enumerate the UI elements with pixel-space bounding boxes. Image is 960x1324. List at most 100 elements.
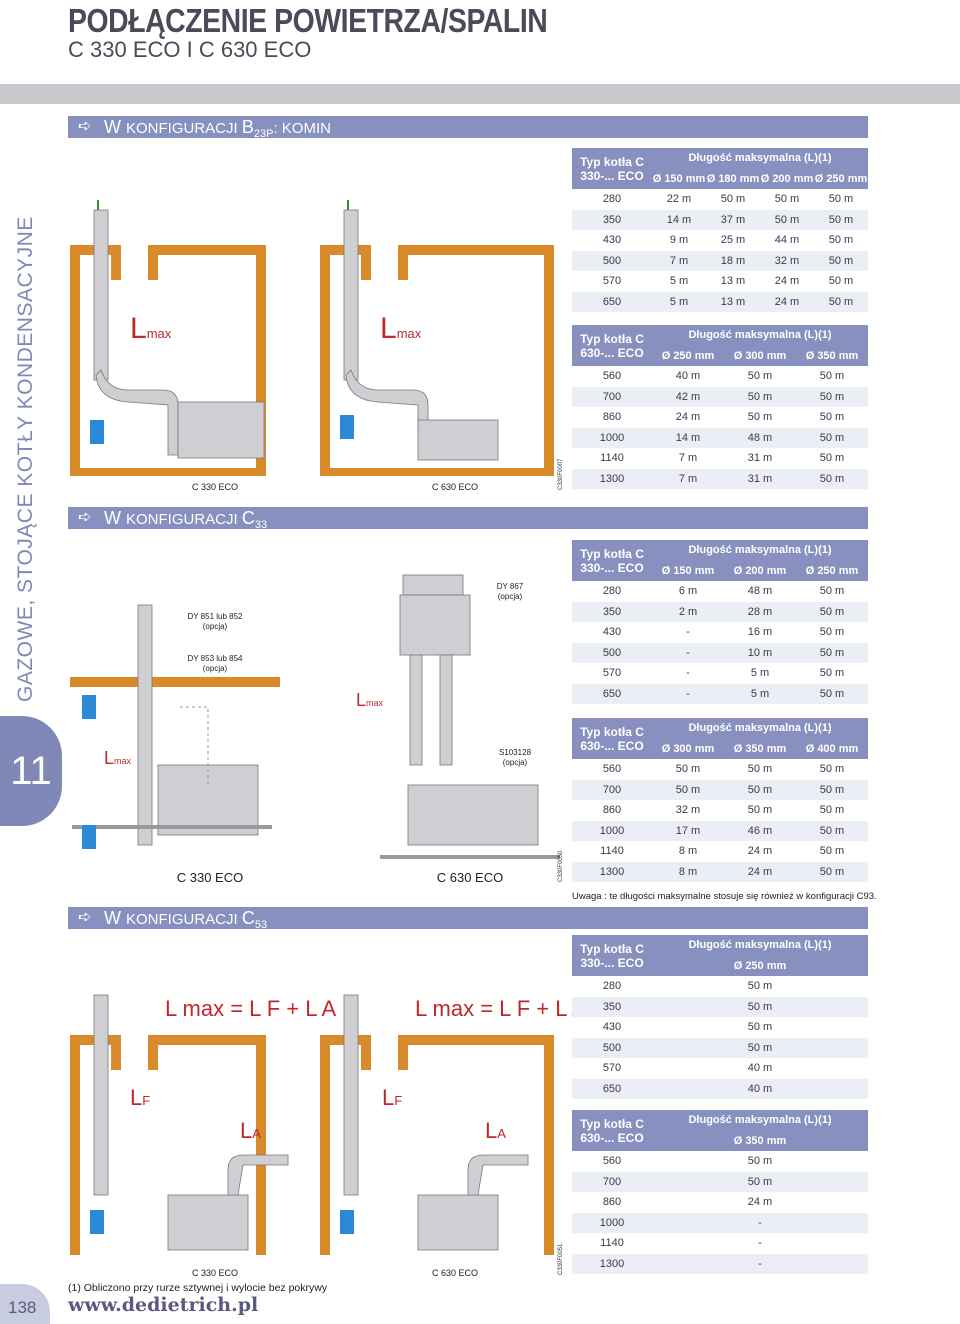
length-header: Długość maksymalna (L)(1) [652,325,868,346]
length-cell: 50 m [819,804,845,817]
length-cell: - [686,667,690,680]
length-cell: 28 m [724,601,796,622]
formula-label: L max = L F + L A [165,996,337,1021]
length-cell: 24 m [760,291,814,312]
diameter-header: Ø 300 mm [724,345,796,366]
length-cell: 50 m [747,411,773,424]
arrow-right-icon: ➪ [78,909,92,926]
caption-c330: C 330 ECO [191,1268,239,1278]
section-c53: ➪W KONFIGURACJI C53 [68,907,868,931]
caption-c630: C 630 ECO [436,870,504,885]
length-cell: 46 m [724,820,796,841]
length-cell: 2 m [652,601,724,622]
length-cell: 7 m [652,250,706,271]
boiler-type-cell: 860 [602,804,622,817]
type-header: Typ kotła C 630-... ECO [572,718,652,759]
boiler-type-cell: 650 [572,291,652,312]
length-cell: 44 m [774,234,800,247]
dy853-label: DY 853 lub 854(opcja) [187,654,243,673]
length-cell: 5 m [724,683,796,704]
lmax-label: Lmax [104,748,132,768]
length-cell: 50 m [796,861,868,882]
type-header: Typ kotła C 330-... ECO [572,148,652,189]
length-cell: 50 m [819,626,845,639]
length-cell: 24 m [774,275,800,288]
length-cell: 50 m [814,291,868,312]
length-cell: 50 m [774,193,800,206]
boiler-type-cell: 1300 [572,468,652,489]
length-cell: 50 m [747,763,773,776]
diameter-header: Ø 400 mm [796,738,868,759]
length-cell: - [652,683,724,704]
length-cell: 50 m [796,468,868,489]
boiler-type-cell: 1140 [600,452,624,465]
length-cell: 24 m [675,411,701,424]
length-cell: 50 m [819,452,845,465]
table-row: 1000- [572,1212,868,1233]
la-label: LA [240,1118,261,1143]
length-cell: 17 m [652,820,724,841]
length-header: Długość maksymalna (L)(1) [652,148,868,169]
length-cell: 31 m [724,468,796,489]
boiler-type-cell: 280 [602,980,622,993]
dy867-label: DY 867(opcja) [496,582,524,601]
website: www.dedietrich.pl [68,1294,259,1316]
boiler-type-cell: 280 [602,585,622,598]
length-cell: 50 m [652,779,724,800]
length-cell: 50 m [814,250,868,271]
length-cell: 16 m [747,626,773,639]
length-cell: 7 m [652,468,724,489]
length-cell: - [686,626,690,639]
length-cell: 50 m [796,683,868,704]
boiler-type-cell: 570 [602,1062,622,1075]
length-cell: 50 m [819,763,845,776]
length-cell: 50 m [675,763,701,776]
caption-c330: C 330 ECO [176,870,244,885]
header-band [0,84,960,104]
page-subtitle: C 330 ECO I C 630 ECO [68,37,312,62]
length-cell: 50 m [760,209,814,230]
length-cell: 7 m [678,452,698,465]
boiler-type-cell: 1000 [572,427,652,448]
length-cell: 50 m [747,1021,773,1034]
lmax-label: Lmax [130,312,172,345]
caption-c630: C 630 ECO [431,1268,479,1278]
length-cell: 50 m [747,804,773,817]
length-cell: 50 m [652,1171,868,1192]
length-cell: 50 m [652,996,868,1017]
s103128-label: S103128(opcja) [498,748,532,767]
length-cell: 22 m [666,193,692,206]
boiler-type-cell: 1000 [572,820,652,841]
length-cell: 50 m [796,642,868,663]
boiler-type-cell: 430 [602,1021,622,1034]
length-cell: 24 m [747,1196,773,1209]
diagram-code: C330F0050 [558,850,564,882]
length-cell: 50 m [796,386,868,407]
side-category-label: GAZOWE, STOJĄCE KOTŁY KONDENSACYJNE [14,216,37,702]
arrow-right-icon: ➪ [78,118,92,135]
length-header: Długość maksymalna (L)(1) [652,718,868,739]
length-header: Długość maksymalna (L)(1) [652,1110,868,1131]
length-cell: 50 m [724,386,796,407]
length-cell: 50 m [828,193,854,206]
